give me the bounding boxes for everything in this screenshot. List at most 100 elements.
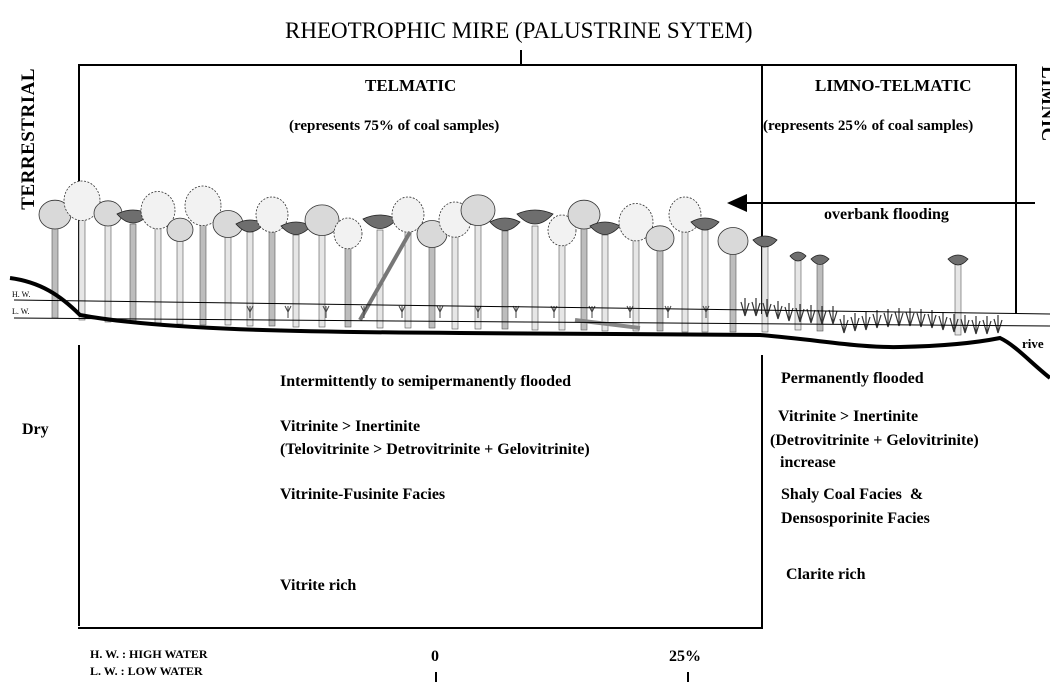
understory-plant	[512, 305, 520, 318]
leaning-tree-trunk	[358, 231, 412, 321]
tree-trunk	[224, 227, 232, 326]
tree-trunk	[129, 223, 137, 324]
palm-crown	[810, 254, 830, 265]
limno-flooding: Permanently flooded	[781, 370, 924, 387]
frame-bottom	[78, 627, 762, 629]
flooding-arrow-head	[727, 194, 747, 212]
legend-low-water: L. W. : LOW WATER	[90, 664, 203, 678]
tree-trunk	[268, 218, 276, 327]
reed-plant	[993, 315, 1003, 334]
tree-trunk	[104, 216, 112, 323]
tree-trunk	[656, 241, 664, 332]
telmatic-flooding: Intermittently to semipermanently floode…	[280, 373, 572, 390]
reed-plant	[828, 306, 838, 325]
tree-crown	[333, 217, 363, 250]
tree-trunk	[601, 234, 609, 332]
tree-trunk	[761, 245, 769, 333]
tree-crown	[140, 191, 176, 230]
tree-trunk	[681, 218, 689, 333]
limno-facies-1: Shaly Coal Facies &	[781, 486, 924, 503]
reed-plant	[916, 309, 926, 328]
frame-divider-upper	[761, 64, 763, 314]
tree-trunk	[292, 234, 300, 328]
reed-plant	[740, 298, 750, 317]
limno-ratio: Vitrinite > Inertinite	[778, 408, 919, 425]
tree-trunk	[176, 232, 184, 325]
scale-label-0: 0	[431, 648, 439, 665]
tree-trunk	[428, 237, 436, 329]
scale-label-25: 25%	[669, 648, 701, 665]
limno-facies-2: Densosporinite Facies	[781, 510, 930, 527]
title-tick	[520, 50, 522, 64]
palm-crown	[589, 221, 621, 235]
telmatic-facies: Vitrinite-Fusinite Facies	[280, 486, 446, 503]
tree-crown	[567, 199, 601, 230]
understory-plant	[284, 305, 292, 318]
reed-plant	[872, 310, 882, 329]
tree-trunk	[199, 210, 207, 326]
palm-crown	[489, 217, 521, 231]
palm-crown	[690, 217, 720, 231]
telmatic-rich: Vitrite rich	[280, 577, 357, 594]
river-label: rive	[1022, 336, 1044, 351]
understory-plant	[474, 305, 482, 318]
tree-crown	[645, 225, 675, 252]
tree-trunk	[632, 226, 640, 332]
lw-mark: L. W.	[12, 307, 30, 316]
telmatic-detail: (Telovitrinite > Detrovitrinite + Gelovi…	[280, 441, 590, 458]
reed-plant	[806, 305, 816, 324]
telmatic-ratio: Vitrinite > Inertinite	[280, 418, 421, 435]
tree-trunk	[78, 205, 86, 321]
telmatic-heading: TELMATIC	[365, 76, 457, 95]
reed-plant	[905, 308, 915, 327]
tree-crown	[547, 214, 577, 247]
low-water-line	[13, 317, 1050, 327]
understory-plant	[246, 305, 254, 318]
reed-plant	[894, 308, 904, 327]
side-label-limnic: LIMNIC	[1037, 66, 1050, 142]
tree-crown	[618, 203, 654, 242]
tree-crown	[166, 217, 194, 242]
telmatic-note: (represents 75% of coal samples)	[289, 118, 500, 134]
tree-crown	[255, 196, 289, 233]
frame-top	[78, 64, 1016, 66]
reed-plant	[960, 315, 970, 334]
reed-plant	[938, 312, 948, 331]
ground-surface	[9, 276, 1050, 380]
tree-trunk	[580, 218, 588, 331]
diagram-title: RHEOTROPHIC MIRE (PALUSTRINE SYTEM)	[285, 18, 753, 43]
tree-trunk	[729, 244, 737, 333]
understory-plant	[398, 305, 406, 318]
frame-left-lower	[78, 345, 80, 626]
reed-plant	[784, 303, 794, 322]
tree-crown	[304, 204, 340, 236]
fallen-log	[574, 318, 641, 330]
tree-trunk	[701, 229, 709, 333]
tree-trunk	[344, 236, 352, 328]
reed-plant	[982, 316, 992, 335]
limno-rich: Clarite rich	[786, 566, 866, 583]
understory-plant	[436, 305, 444, 318]
tree-trunk	[154, 214, 162, 324]
reed-plant	[817, 306, 827, 325]
dry-label: Dry	[22, 421, 49, 438]
reed-plant	[861, 312, 871, 331]
tree-trunk	[501, 230, 509, 330]
tree-crown	[717, 227, 749, 255]
tree-group	[38, 180, 969, 336]
palm-crown	[789, 251, 807, 262]
tree-crown	[63, 180, 101, 221]
overbank-flooding-label: overbank flooding	[824, 206, 949, 223]
understory-plant	[664, 305, 672, 318]
tree-trunk	[558, 233, 566, 331]
palm-crown	[752, 235, 778, 248]
limno-detail: (Detrovitrinite + Gelovitrinite)	[770, 432, 979, 449]
tree-trunk	[51, 218, 59, 319]
legend-high-water: H. W. : HIGH WATER	[90, 647, 208, 661]
frame-divider-lower	[761, 355, 763, 629]
limno-detail-increase: increase	[780, 454, 836, 471]
tree-trunk	[451, 223, 459, 330]
limno-note: (represents 25% of coal samples)	[763, 118, 974, 134]
reed-plant	[850, 313, 860, 332]
